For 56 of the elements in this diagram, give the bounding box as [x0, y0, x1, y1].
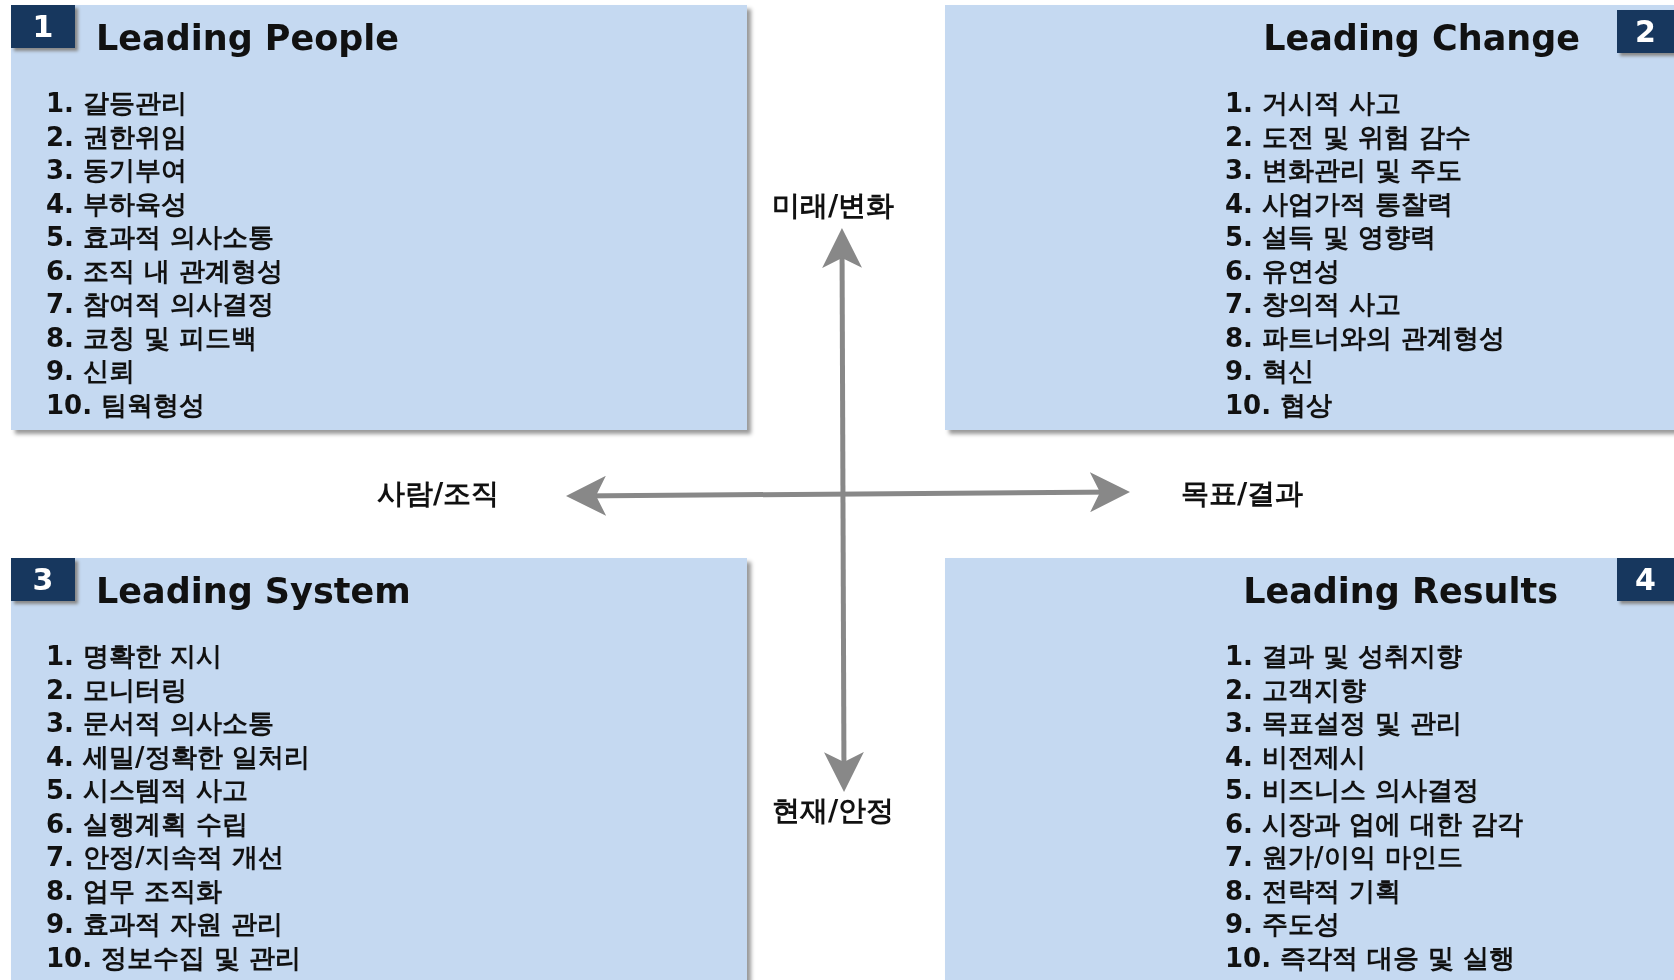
list-item: 1. 거시적 사고 — [1225, 87, 1403, 120]
list-item: 4. 사업가적 통찰력 — [1225, 187, 1455, 221]
list-item: 7. 창의적 사고 — [1225, 288, 1403, 321]
list-item: 7. 참여적 의사결정 — [46, 288, 276, 321]
quadrant-panel — [945, 5, 1674, 430]
quadrant-panel — [945, 558, 1674, 980]
list-item: 4. 비전제시 — [1225, 740, 1368, 774]
list-item: 8. 파트너와의 관계형성 — [1225, 321, 1506, 355]
number-badge: 3 — [11, 558, 75, 601]
number-badge: 1 — [11, 5, 75, 48]
number-badge: 4 — [1617, 558, 1674, 601]
list-item: 10. 즉각적 대응 및 실행 — [1225, 941, 1517, 975]
list-item: 4. 부하육성 — [46, 187, 189, 221]
list-item: 10. 협상 — [1225, 388, 1334, 422]
quadrant-panel — [11, 5, 747, 430]
list-item: 2. 모니터링 — [46, 673, 189, 707]
list-item: 3. 문서적 의사소통 — [46, 707, 276, 740]
panel-heading: Leading Results — [1243, 571, 1558, 611]
list-item: 6. 시장과 업에 대한 감각 — [1225, 807, 1524, 841]
list-item: 2. 도전 및 위험 감수 — [1225, 120, 1473, 154]
list-item: 8. 전략적 기획 — [1225, 874, 1403, 908]
list-item: 5. 효과적 의사소통 — [46, 221, 276, 254]
list-item: 9. 효과적 자원 관리 — [46, 908, 285, 941]
list-item: 9. 신뢰 — [46, 355, 137, 388]
axis-label: 미래/변화 — [771, 188, 895, 224]
list-item: 1. 명확한 지시 — [46, 640, 224, 673]
axis-label: 사람/조직 — [376, 476, 500, 512]
list-item: 1. 갈등관리 — [46, 87, 189, 120]
number-badge: 2 — [1617, 10, 1674, 53]
list-item: 10. 정보수집 및 관리 — [46, 941, 303, 975]
list-item: 2. 고객지향 — [1225, 673, 1368, 707]
list-item: 6. 실행계획 수립 — [46, 807, 250, 841]
list-item: 6. 조직 내 관계형성 — [46, 254, 284, 288]
list-item: 10. 팀웍형성 — [46, 388, 207, 422]
list-item: 3. 동기부여 — [46, 154, 189, 187]
list-item: 2. 권한위임 — [46, 120, 189, 154]
list-item: 9. 혁신 — [1225, 355, 1316, 388]
list-item: 5. 설득 및 영향력 — [1225, 221, 1438, 254]
list-item: 7. 원가/이익 마인드 — [1225, 841, 1464, 874]
list-item: 8. 코칭 및 피드백 — [46, 321, 259, 355]
list-item: 6. 유연성 — [1225, 254, 1342, 288]
list-item: 7. 안정/지속적 개선 — [46, 841, 285, 874]
list-item: 4. 세밀/정확한 일처리 — [46, 740, 310, 774]
list-item: 8. 업무 조직화 — [46, 874, 224, 908]
axis-label: 현재/안정 — [771, 793, 895, 829]
list-item: 3. 목표설정 및 관리 — [1225, 707, 1464, 740]
list-item: 9. 주도성 — [1225, 908, 1342, 941]
axis-label: 목표/결과 — [1180, 476, 1304, 512]
panel-heading: Leading Change — [1263, 18, 1580, 58]
quadrant-panel — [11, 558, 747, 980]
panel-heading: Leading People — [96, 18, 400, 58]
list-item: 5. 시스템적 사고 — [46, 774, 250, 807]
list-item: 1. 결과 및 성취지향 — [1225, 640, 1464, 673]
panel-heading: Leading System — [96, 571, 411, 611]
list-item: 5. 비즈니스 의사결정 — [1225, 774, 1481, 807]
list-item: 3. 변화관리 및 주도 — [1225, 154, 1464, 187]
